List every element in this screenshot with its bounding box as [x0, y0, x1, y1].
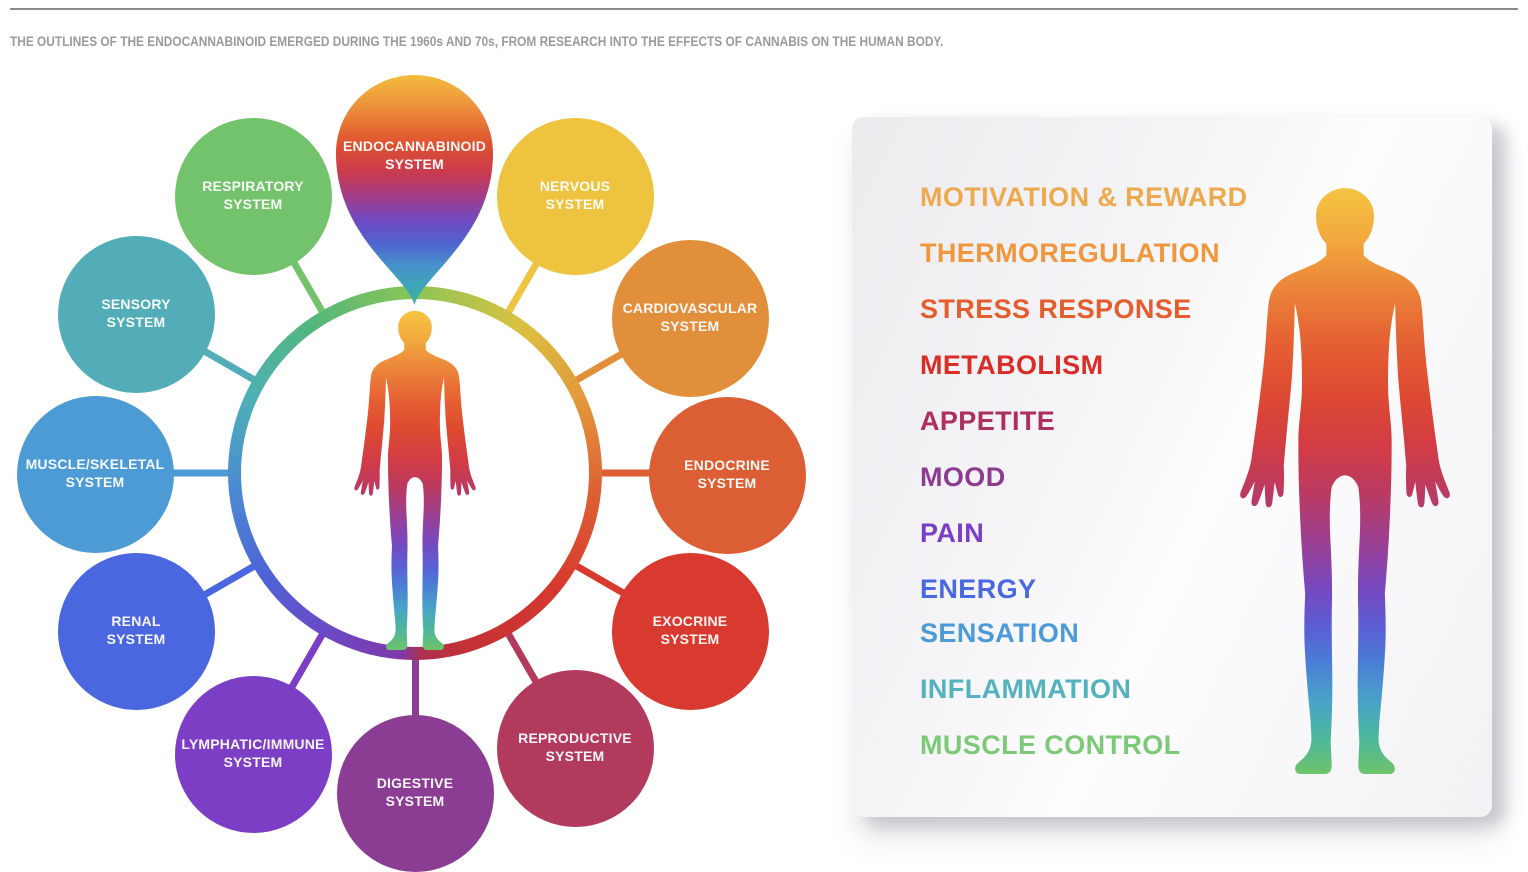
system-label-line: RENAL [111, 613, 161, 630]
function-thermoregulation: THERMOREGULATION [920, 238, 1220, 268]
endocannabinoid-pin: ENDOCANNABINOID SYSTEM [336, 75, 493, 305]
system-label-line: SYSTEM [106, 631, 166, 647]
function-muscle-control: MUSCLE CONTROL [920, 730, 1181, 760]
system-label-line: SYSTEM [697, 475, 757, 491]
system-label-line: SYSTEM [223, 754, 283, 770]
function-metabolism: METABOLISM [920, 350, 1104, 380]
system-label-line: SYSTEM [106, 314, 166, 330]
hub-label-line: SYSTEM [385, 156, 444, 173]
function-energy: ENERGY [920, 574, 1037, 604]
system-label-line: RESPIRATORY [202, 178, 304, 195]
system-label-line: SYSTEM [65, 474, 125, 490]
pin-shape-icon [336, 75, 493, 305]
system-label-line: SYSTEM [660, 318, 720, 334]
human-body-right-icon [1240, 188, 1450, 775]
system-label-line: SYSTEM [223, 196, 283, 212]
system-label-line: SYSTEM [545, 748, 605, 764]
function-inflammation: INFLAMMATION [920, 674, 1132, 704]
intro-text: THE OUTLINES OF THE ENDOCANNABINOID EMER… [10, 34, 944, 49]
function-pain: PAIN [920, 518, 985, 548]
system-label-line: SENSORY [101, 296, 171, 313]
system-label-line: ENDOCRINE [684, 457, 770, 474]
function-mood: MOOD [920, 462, 1006, 492]
system-label-line: SYSTEM [660, 631, 720, 647]
function-sensation: SENSATION [920, 618, 1080, 648]
system-label-line: DIGESTIVE [376, 775, 454, 792]
system-label-line: REPRODUCTIVE [518, 730, 632, 747]
system-label-line: LYMPHATIC/IMMUNE [181, 736, 325, 753]
system-label-line: NERVOUS [539, 178, 611, 195]
hub-label: ENDOCANNABINOID SYSTEM [336, 137, 493, 173]
function-stress-response: STRESS RESPONSE [920, 294, 1192, 324]
hub-label-line: ENDOCANNABINOID [343, 138, 486, 154]
system-label-line: CARDIOVASCULAR [622, 300, 758, 317]
human-body-center-icon [354, 310, 476, 650]
function-appetite: APPETITE [920, 406, 1056, 436]
system-label-line: EXOCRINE [652, 613, 728, 630]
spoke-digestive-system [411, 652, 419, 722]
system-label-line: MUSCLE/SKELETAL [25, 456, 165, 473]
function-motivation-reward: MOTIVATION & REWARD [920, 182, 1248, 212]
top-divider [10, 8, 1518, 10]
system-label-line: SYSTEM [385, 793, 445, 809]
functions-panel: MOTIVATION & REWARD THERMOREGULATION STRES… [852, 117, 1492, 817]
spoke-muscle-skeletal-system [166, 469, 236, 477]
system-label-line: SYSTEM [545, 196, 605, 212]
